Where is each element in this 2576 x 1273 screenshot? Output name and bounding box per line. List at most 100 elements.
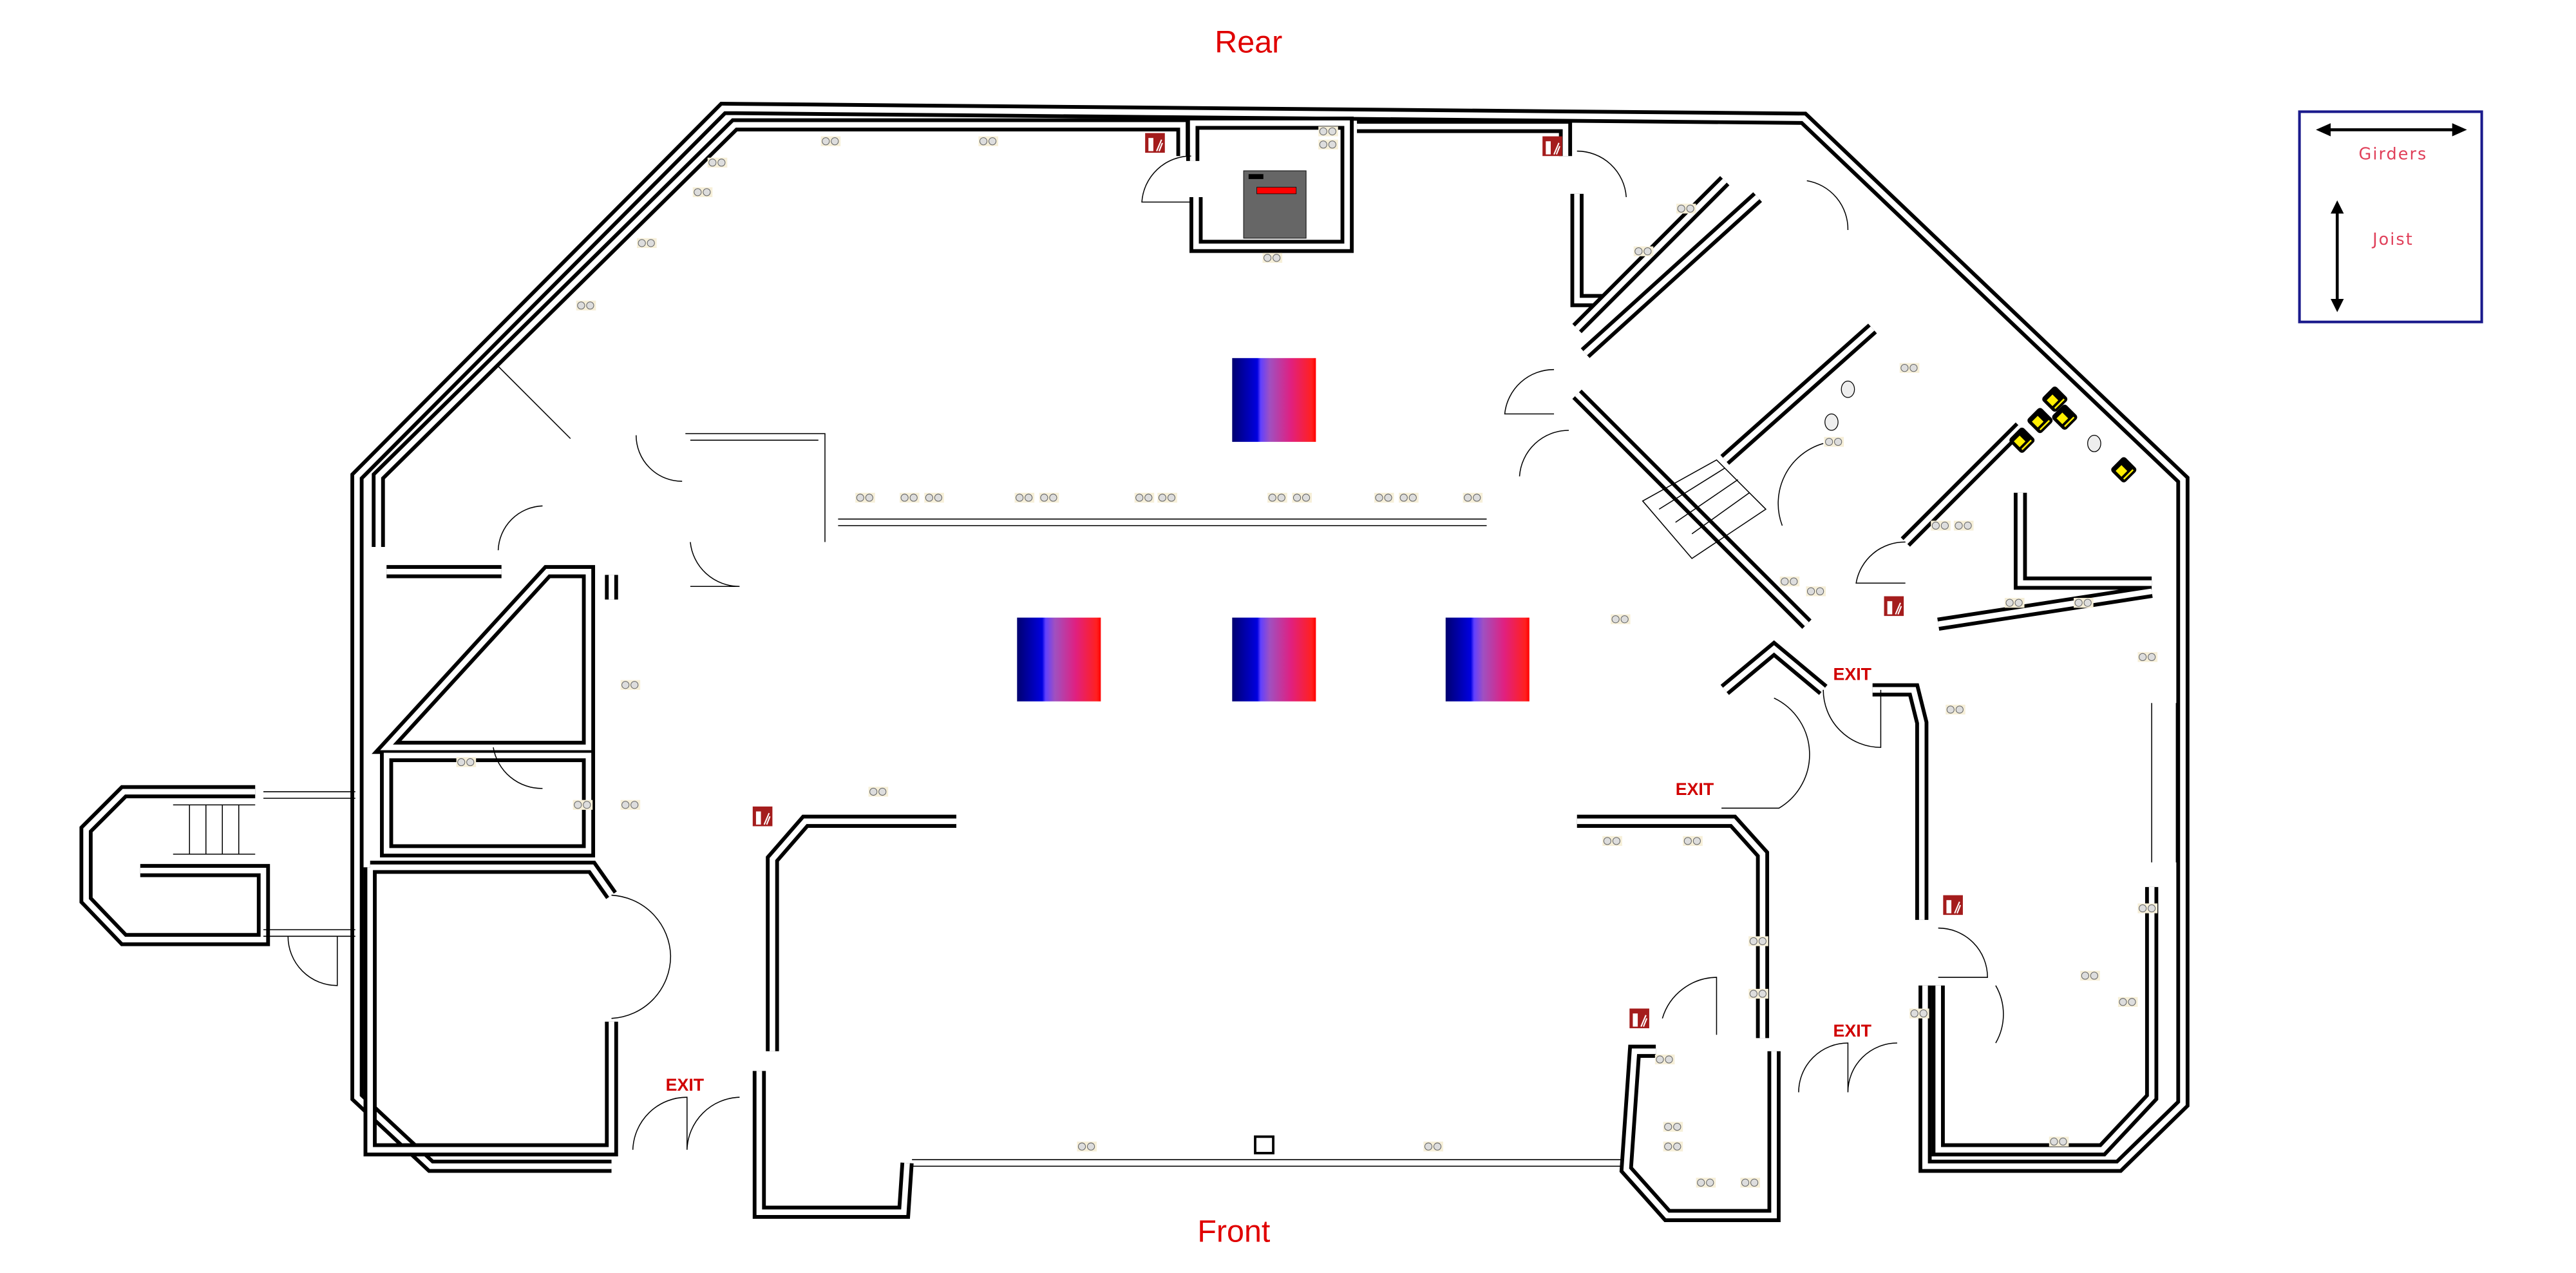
rear-partition xyxy=(496,364,1487,542)
electrical-outlet-icon xyxy=(692,187,713,197)
electrical-outlet-icon xyxy=(900,492,920,503)
electrical-outlet-icon xyxy=(1663,1142,1683,1152)
electrical-outlet-icon xyxy=(1946,704,1965,715)
electrical-outlet-icon xyxy=(1374,492,1394,503)
electrical-outlet-icon xyxy=(456,757,477,767)
exit-label: EXIT xyxy=(1833,665,1871,684)
electrical-outlet-icon xyxy=(2117,997,2138,1007)
electrical-outlet-icon xyxy=(2049,1136,2069,1147)
electrical-outlet-icon xyxy=(1157,492,1177,503)
electrical-outlet-icon xyxy=(924,492,944,503)
electrical-outlet-icon xyxy=(1077,1142,1097,1152)
interior-stair xyxy=(1642,459,1767,559)
electrical-outlet-icon xyxy=(1740,1178,1761,1188)
electrical-outlet-icon xyxy=(620,799,641,810)
door xyxy=(1823,689,1882,748)
fire-extinguisher-icon xyxy=(1542,136,1562,157)
legend: Girders Joist xyxy=(2298,110,2483,323)
column-icon xyxy=(1254,1135,1274,1154)
right-window xyxy=(2151,703,2177,863)
door xyxy=(1577,150,1627,198)
legend-girders: Girders xyxy=(2359,144,2428,164)
electrical-outlet-icon xyxy=(1399,492,1419,503)
door xyxy=(611,894,672,1019)
fire-extinguisher-icon xyxy=(1629,1008,1649,1029)
joist-arrow-icon xyxy=(2331,200,2344,312)
door xyxy=(1938,927,1988,978)
doors xyxy=(287,150,2004,1150)
electrical-outlet-icon xyxy=(1654,1054,1675,1065)
electrical-outlet-icon xyxy=(1014,492,1035,503)
electrical-outlet-icon xyxy=(2074,598,2094,608)
door xyxy=(287,936,338,986)
restroom-sign-icon xyxy=(2111,457,2137,483)
door xyxy=(1141,155,1191,203)
door xyxy=(1504,368,1555,415)
electrical-outlet-icon xyxy=(1262,253,1283,263)
electrical-outlet-icon xyxy=(620,680,641,690)
restroom-sign-icon xyxy=(2052,405,2078,430)
toilet-icon xyxy=(1841,380,1855,398)
front-wing-wall xyxy=(752,814,1781,1222)
door xyxy=(1855,541,1906,584)
electrical-outlet-icon xyxy=(1318,126,1338,137)
door xyxy=(690,542,740,588)
electrical-outlet-icon xyxy=(1423,1142,1443,1152)
fire-extinguisher-icon xyxy=(1884,596,1904,617)
electrical-outlet-icon xyxy=(978,136,998,146)
restroom-sign-icon xyxy=(2027,408,2053,434)
exit-label: EXIT xyxy=(666,1075,705,1095)
electrical-outlet-icon xyxy=(1602,836,1622,847)
electrical-outlet-icon xyxy=(868,787,889,797)
electrical-outlet-icon xyxy=(1931,521,1951,531)
front-window xyxy=(912,1159,1624,1167)
electrical-outlet-icon xyxy=(2137,652,2158,662)
electrical-outlet-icon xyxy=(1824,437,1844,447)
electrical-outlet-icon xyxy=(1953,521,1974,531)
door xyxy=(1662,977,1718,1035)
heaters xyxy=(1017,358,1530,702)
electrical-outlet-icon xyxy=(2137,903,2158,914)
front-label: Front xyxy=(1197,1214,1271,1249)
electrical-outlet-icon xyxy=(1611,614,1631,624)
door xyxy=(1519,430,1569,477)
heater-gradient-icon xyxy=(1232,617,1316,702)
exterior-stair xyxy=(79,785,355,946)
electrical-outlet-icon xyxy=(1748,936,1768,946)
electrical-outlet-icon xyxy=(1134,492,1155,503)
electrical-outlet-icon xyxy=(2004,598,2025,608)
electrical-outlet-icon xyxy=(576,300,596,311)
toilet-icon xyxy=(2087,435,2101,452)
restroom-sign-icon xyxy=(2042,387,2068,412)
electrical-outlet-icon xyxy=(1663,1122,1683,1132)
door xyxy=(1777,443,1824,526)
electrical-panel-icon xyxy=(1243,170,1307,239)
electrical-outlet-icon xyxy=(820,136,841,146)
electrical-outlet-icon xyxy=(1748,988,1768,999)
restroom-sign-icon xyxy=(2009,427,2035,453)
door xyxy=(493,747,543,789)
heater-gradient-icon xyxy=(1445,617,1530,702)
electrical-outlet-icon xyxy=(637,238,657,249)
legend-box xyxy=(2298,110,2483,323)
door xyxy=(632,1096,740,1150)
toilet-icon xyxy=(1824,413,1839,431)
electrical-outlet-icon xyxy=(1899,363,1920,373)
electrical-outlet-icon xyxy=(1909,1008,1929,1019)
door xyxy=(636,435,683,482)
fire-extinguisher-icon xyxy=(1145,133,1165,153)
electrical-outlet-icon xyxy=(1806,586,1826,597)
electrical-outlet-icon xyxy=(1676,204,1696,214)
electrical-outlet-icon xyxy=(1683,836,1703,847)
electrical-outlet-icon xyxy=(707,157,728,168)
walls xyxy=(350,102,2190,1222)
inner-top-wall xyxy=(372,117,1605,548)
fire-extinguisher-icon xyxy=(1943,895,1963,915)
electrical-outlet-icon xyxy=(855,492,875,503)
electrical-outlet-icon xyxy=(1696,1178,1716,1188)
electrical-outlet-icon xyxy=(1267,492,1287,503)
door xyxy=(1721,697,1810,809)
exit-label: EXIT xyxy=(1833,1021,1871,1040)
electrical-outlet-icon xyxy=(1318,139,1338,150)
